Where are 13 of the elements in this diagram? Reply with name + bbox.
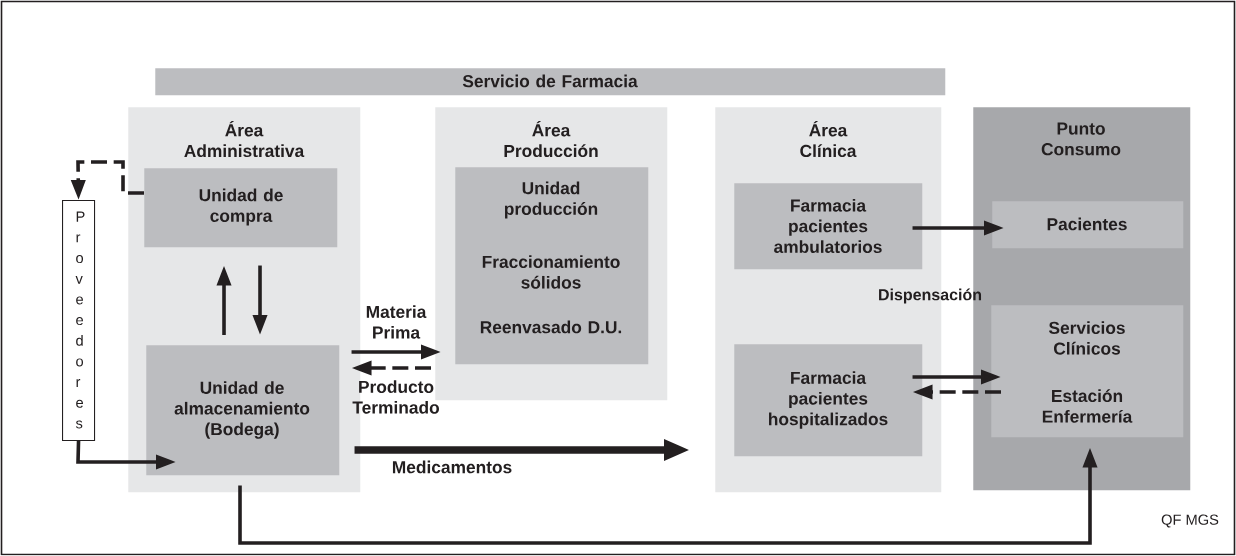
banner: Servicio de Farmacia	[155, 68, 946, 96]
edge-label: Materia Prima	[366, 305, 427, 339]
unit-box: Servicios Clínicos Estación Enfermería	[991, 305, 1184, 438]
signature: QF MGS	[1161, 514, 1219, 528]
unit-box: Farmacia pacientes hospitalizados	[734, 344, 923, 457]
supplier-box: Proveedores	[62, 200, 96, 442]
unit-box: Unidad de almacenamiento (Bodega)	[146, 345, 340, 476]
unit-box: Farmacia pacientes ambulatorios	[734, 183, 923, 270]
unit-box: Unidad de compra	[144, 168, 338, 248]
text-label: Dispensación	[879, 288, 981, 304]
unit-box: Unidad producción Fraccionamiento sólidos Reenvasado D.U.	[455, 167, 649, 365]
edge-label: Medicamentos	[392, 460, 512, 474]
unit-box: Pacientes	[992, 201, 1184, 249]
